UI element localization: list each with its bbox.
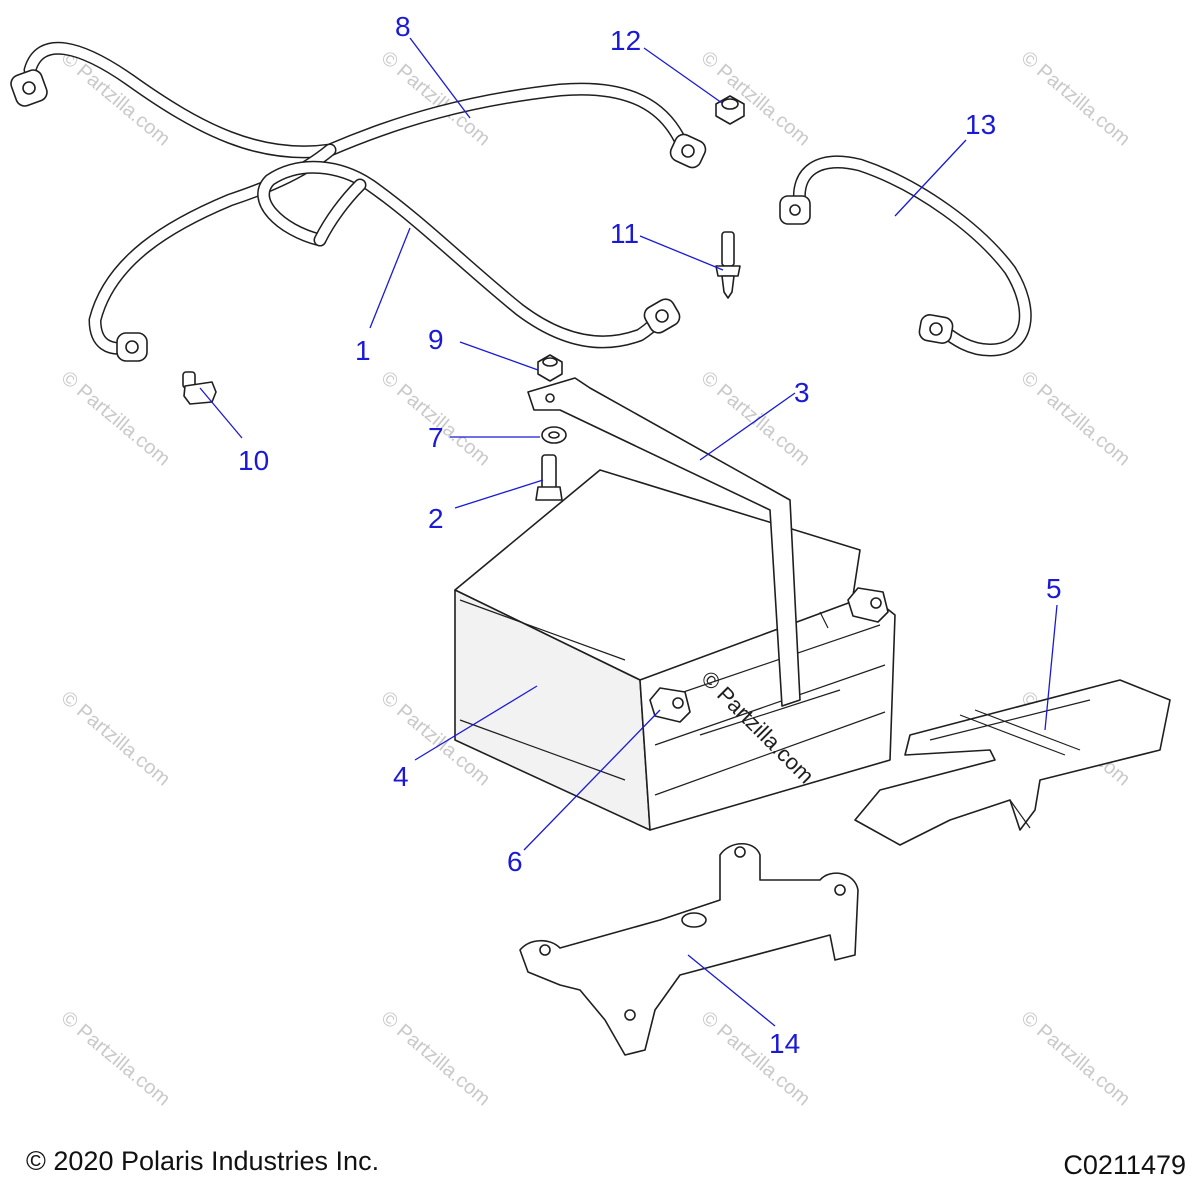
- bolt-2: [535, 454, 563, 501]
- callout-14: 14: [769, 1028, 800, 1059]
- callout-2: 2: [428, 503, 444, 534]
- watermark: © Partzilla.com: [57, 1007, 174, 1110]
- leader-9: [459, 341, 539, 371]
- leader-1: [369, 227, 411, 329]
- nut-12: [715, 95, 745, 125]
- leader-8: [409, 37, 471, 119]
- leader-13: [894, 139, 967, 217]
- leader-14: [687, 954, 776, 1027]
- leader-lines: [199, 37, 1058, 1027]
- callout-5: 5: [1046, 573, 1062, 604]
- nut-9: [537, 354, 563, 382]
- callout-4: 4: [393, 761, 409, 792]
- watermark: © Partzilla.com: [377, 367, 494, 470]
- callout-6: 6: [507, 846, 523, 877]
- watermark: © Partzilla.com: [1017, 367, 1134, 470]
- watermark: © Partzilla.com: [1017, 47, 1134, 150]
- watermark: © Partzilla.com: [1017, 1007, 1134, 1110]
- watermark: © Partzilla.com: [697, 47, 814, 150]
- leader-10: [199, 387, 243, 439]
- callout-10: 10: [238, 445, 269, 476]
- watermark: © Partzilla.com: [57, 687, 174, 790]
- leader-4: [414, 685, 538, 761]
- callout-labels: 8 12 13 11 1 9 10 3 7 2 5 4 6 14: [238, 11, 1062, 1059]
- callout-1: 1: [355, 335, 371, 366]
- cable-13: [779, 155, 1032, 357]
- callout-13: 13: [965, 109, 996, 140]
- callout-11: 11: [610, 218, 639, 249]
- callout-8: 8: [395, 11, 411, 42]
- callout-7: 7: [428, 422, 444, 453]
- copyright-notice: © 2020 Polaris Industries Inc.: [26, 1146, 380, 1176]
- strap-3: [527, 377, 801, 707]
- leader-5: [1044, 604, 1058, 731]
- bolt-10: [182, 371, 217, 405]
- battery-4: [454, 469, 896, 831]
- watermark: © Partzilla.com: [57, 367, 174, 470]
- leader-6: [523, 709, 661, 851]
- leader-12: [643, 47, 723, 104]
- callout-3: 3: [794, 377, 810, 408]
- watermark: © Partzilla.com: [377, 1007, 494, 1110]
- leader-11: [639, 235, 724, 271]
- leader-3: [699, 392, 796, 461]
- stud-11: [715, 231, 741, 299]
- bracket-14: [519, 842, 859, 1056]
- callout-12: 12: [610, 25, 641, 56]
- tray-5: [854, 679, 1171, 846]
- cable-1: [257, 160, 681, 349]
- diagram-code: C0211479: [1063, 1150, 1186, 1180]
- callout-9: 9: [428, 324, 444, 355]
- leader-2: [454, 479, 544, 509]
- washer-7: [541, 426, 567, 444]
